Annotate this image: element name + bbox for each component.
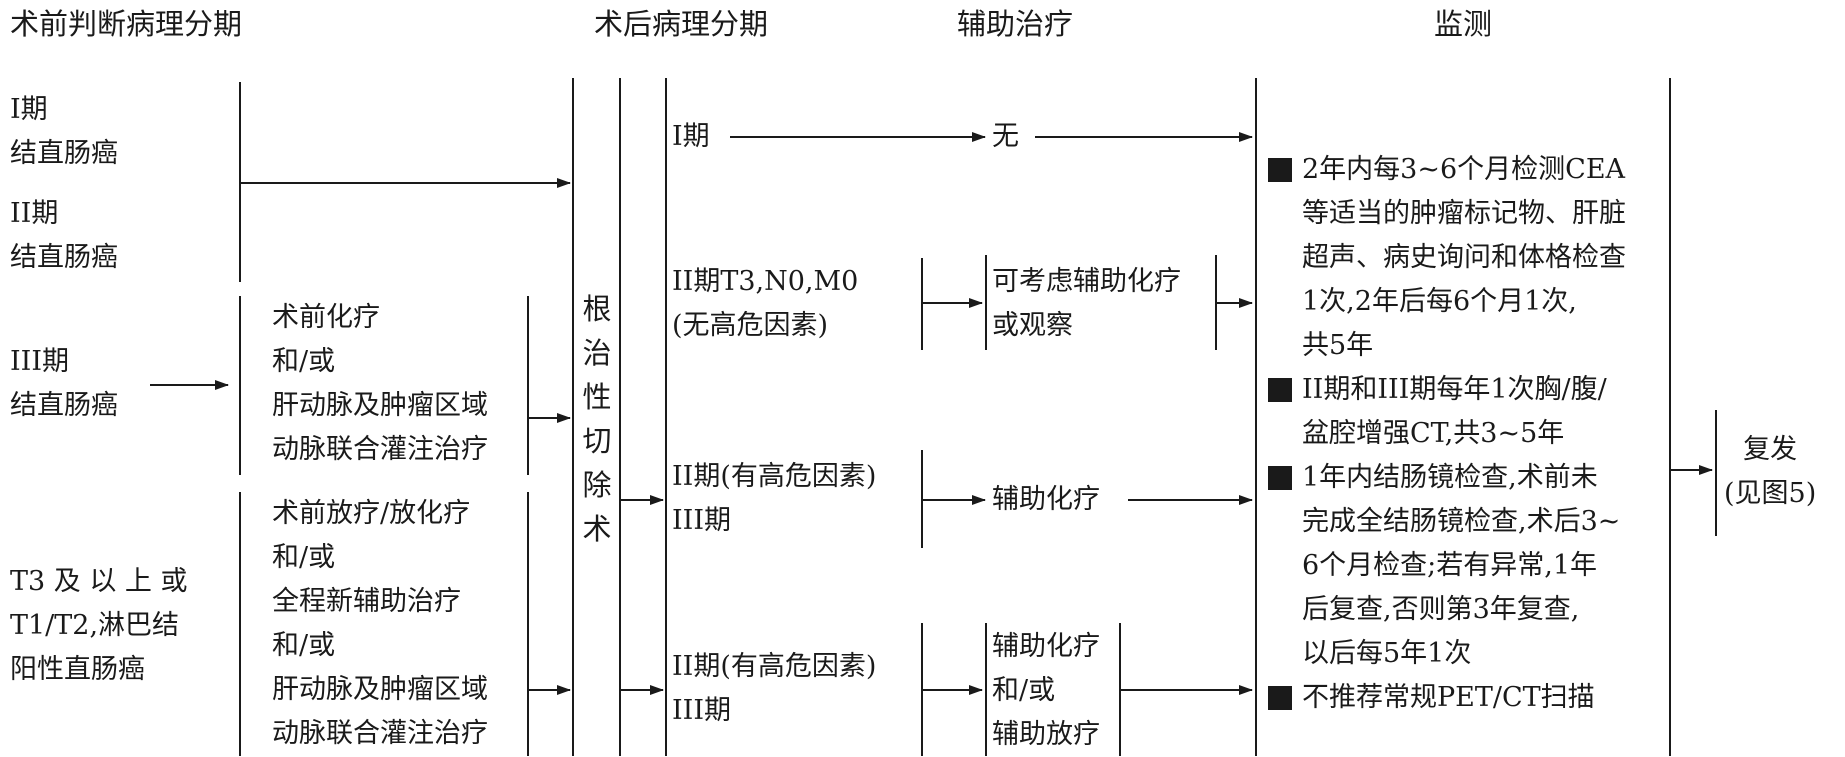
bullet-square-icon <box>1268 378 1292 402</box>
postop-stage-2-low-risk: II期T3,N0,M0 (无高危因素) <box>672 266 859 341</box>
header-adjuvant: 辅助治疗 <box>957 7 1074 41</box>
monitoring-text: II期和III期每年1次胸/腹/ 盆腔增强CT,共3~5年 <box>1302 374 1607 449</box>
preop-stage-3: III期 结直肠癌 <box>10 346 118 421</box>
adjuvant-optional: 可考虑辅助化疗 或观察 <box>992 266 1181 341</box>
recurrence-label: 复发 (见图5) <box>1724 434 1817 509</box>
surgery-char: 术 <box>582 512 612 546</box>
preop-stage-t3: T3 及 以 上 或 T1/T2,淋巴结 阳性直肠癌 <box>10 566 188 685</box>
monitoring-text: 2年内每3~6个月检测CEA 等适当的肿瘤标记物、肝脏 超声、病史询问和体格检查… <box>1302 154 1626 361</box>
neoadjuvant-box-2: 术前放疗/放化疗 和/或 全程新辅助治疗 和/或 肝动脉及肿瘤区域 动脉联合灌注… <box>272 498 488 749</box>
adjuvant-chemo: 辅助化疗 <box>992 484 1100 515</box>
bullet-square-icon <box>1268 466 1292 490</box>
monitoring-item: 1年内结肠镜检查,术前未 完成全结肠镜检查,术后3~ 6个月检查;若有异常,1年… <box>1268 456 1688 676</box>
preop-stage-2: II期 结直肠癌 <box>10 198 118 273</box>
monitoring-text: 1年内结肠镜检查,术前未 完成全结肠镜检查,术后3~ 6个月检查;若有异常,1年… <box>1302 462 1621 669</box>
monitoring-text: 不推荐常规PET/CT扫描 <box>1302 682 1595 713</box>
monitoring-item: 不推荐常规PET/CT扫描 <box>1268 676 1688 720</box>
monitoring-list: 2年内每3~6个月检测CEA 等适当的肿瘤标记物、肝脏 超声、病史询问和体格检查… <box>1268 148 1688 720</box>
surgery-char: 除 <box>582 468 612 502</box>
bullet-square-icon <box>1268 158 1292 182</box>
surgery-char: 切 <box>582 424 612 458</box>
postop-stage-2-high-risk-b: II期(有高危因素) III期 <box>672 651 877 726</box>
adjuvant-chemo-radio: 辅助化疗 和/或 辅助放疗 <box>992 631 1100 750</box>
neoadjuvant-box-1: 术前化疗 和/或 肝动脉及肿瘤区域 动脉联合灌注治疗 <box>272 302 488 465</box>
monitoring-item: 2年内每3~6个月检测CEA 等适当的肿瘤标记物、肝脏 超声、病史询问和体格检查… <box>1268 148 1688 368</box>
header-monitoring: 监测 <box>1434 7 1493 41</box>
surgery-char: 治 <box>582 336 612 370</box>
postop-stage-1: I期 <box>672 121 710 152</box>
surgery-char: 根 <box>582 292 612 326</box>
surgery-label: 根 治 性 切 除 术 <box>580 287 614 551</box>
header-postop-stage: 术后病理分期 <box>594 7 769 41</box>
postop-stage-2-high-risk-a: II期(有高危因素) III期 <box>672 461 877 536</box>
preop-stage-1: I期 结直肠癌 <box>10 94 118 169</box>
header-preop-stage: 术前判断病理分期 <box>10 7 243 41</box>
adjuvant-none: 无 <box>992 121 1019 152</box>
surgery-char: 性 <box>582 380 612 414</box>
monitoring-item: II期和III期每年1次胸/腹/ 盆腔增强CT,共3~5年 <box>1268 368 1688 456</box>
bullet-square-icon <box>1268 686 1292 710</box>
